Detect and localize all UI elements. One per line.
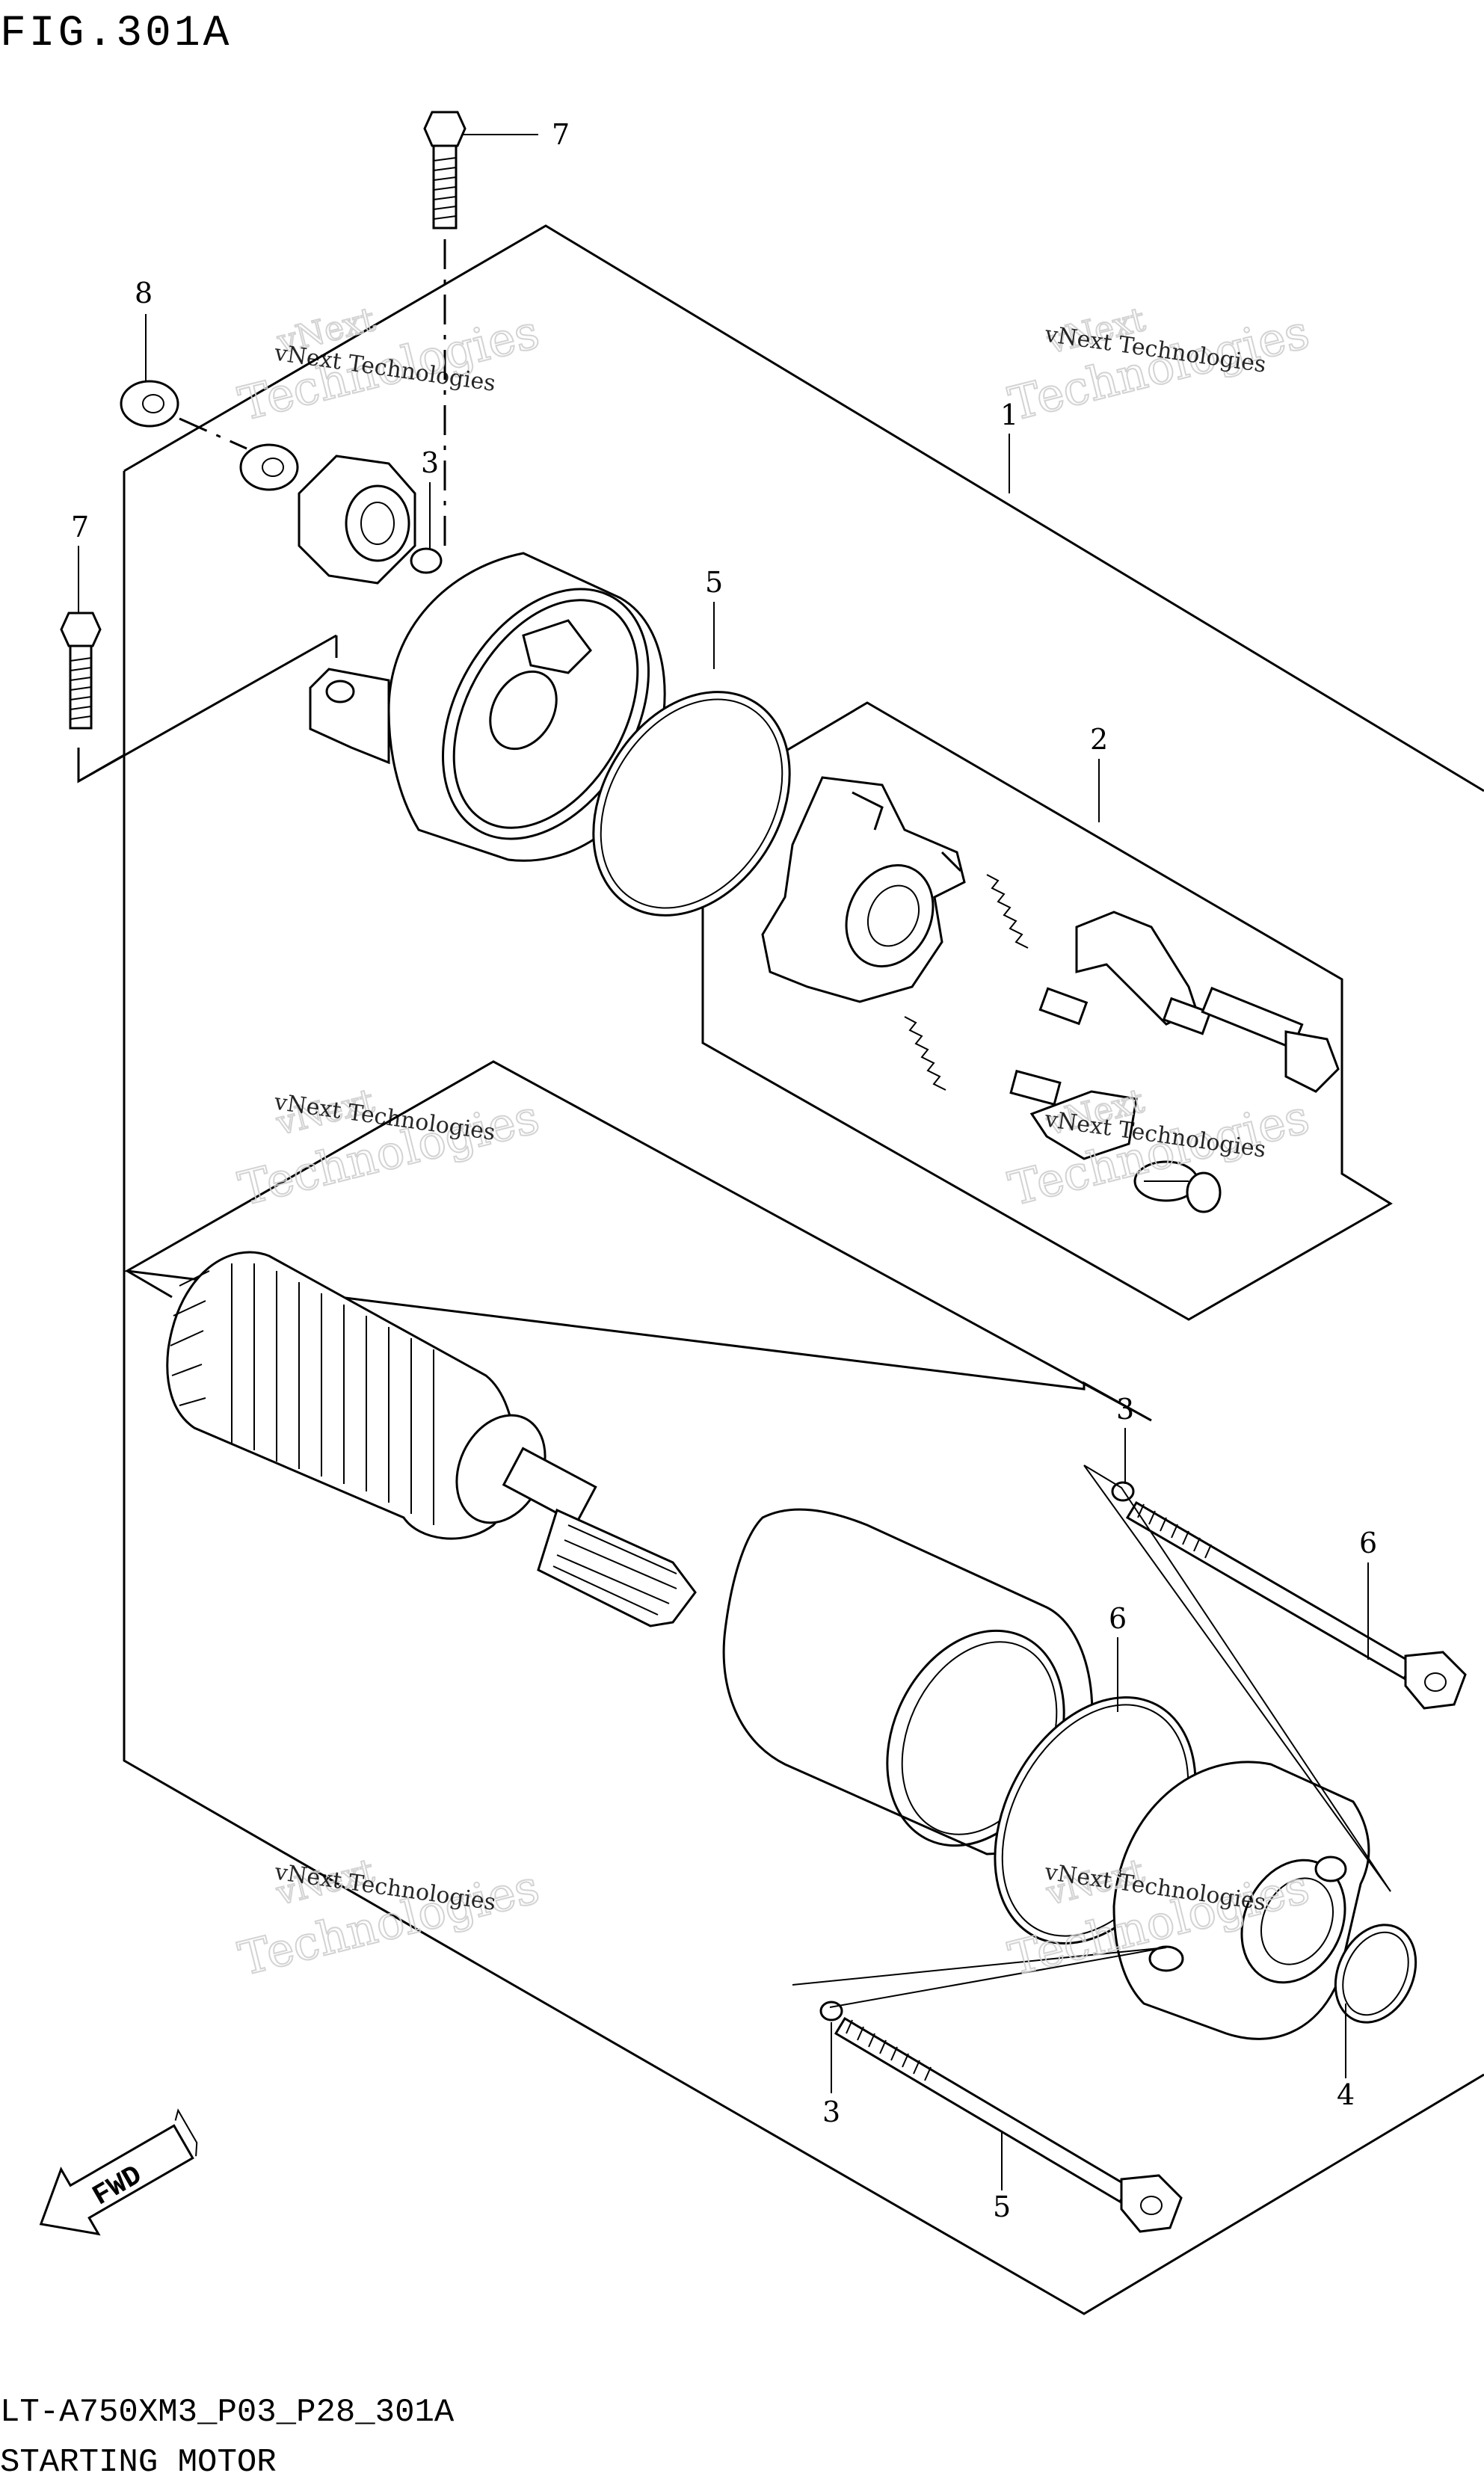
- nut-8: [120, 380, 299, 491]
- watermark-top-left: vNext Technologies: [233, 300, 545, 432]
- brush-plate-lower: [1009, 1069, 1222, 1213]
- callout-6-lower: 5: [993, 2190, 1011, 2223]
- callout-labels: 7 8 7 3 5 1 2 3 6 6 4 3 5: [71, 118, 1377, 2223]
- through-bolt-6-upper: [1111, 1481, 1467, 1710]
- callout-4: 4: [1337, 2078, 1355, 2111]
- callout-1: 1: [1000, 398, 1018, 431]
- rear-housing: [1112, 1761, 1370, 2040]
- armature: [166, 1251, 697, 1628]
- bolt-path-lines: [792, 1465, 1391, 2008]
- callout-5-bottom: 6: [1109, 1602, 1127, 1635]
- figure-title: FIG.301A: [0, 10, 232, 58]
- callout-3-middle: 3: [1116, 1393, 1134, 1426]
- terminal-bolt: [1201, 986, 1340, 1093]
- callout-6-upper: 6: [1359, 1527, 1377, 1559]
- callout-8: 8: [135, 277, 153, 310]
- brush-plate-upper: [1038, 911, 1212, 1035]
- callout-7-top: 7: [552, 118, 570, 151]
- callout-3-top: 3: [421, 446, 439, 479]
- callout-3-bottom: 3: [822, 2095, 840, 2128]
- armature-outline: [123, 1060, 1152, 1422]
- section-name: STARTING MOTOR: [0, 2444, 277, 2481]
- brush-holder: [761, 776, 966, 1003]
- terminal-cap: [298, 455, 416, 585]
- brush-spring-upper: [986, 874, 1029, 949]
- brush-spring-lower: [904, 1016, 946, 1091]
- assembly-outline-2: [701, 701, 1393, 1321]
- assembly-outline-1: [77, 224, 1484, 2315]
- fwd-arrow-icon: FWD: [39, 2108, 198, 2236]
- front-housing: [309, 552, 666, 862]
- o-ring-3-top: [410, 547, 443, 574]
- bolt-7-left: [60, 612, 102, 730]
- o-ring-5-top: [592, 691, 791, 917]
- callout-5-top: 5: [705, 566, 723, 599]
- model-code: LT-A750XM3_P03_P28_301A: [0, 2394, 455, 2431]
- bolt-7-top: [423, 111, 467, 553]
- through-bolt-6-lower: [819, 2001, 1183, 2233]
- leader-lines: [78, 134, 1369, 2190]
- callout-7-left: 7: [71, 511, 89, 543]
- callout-2: 2: [1090, 723, 1108, 756]
